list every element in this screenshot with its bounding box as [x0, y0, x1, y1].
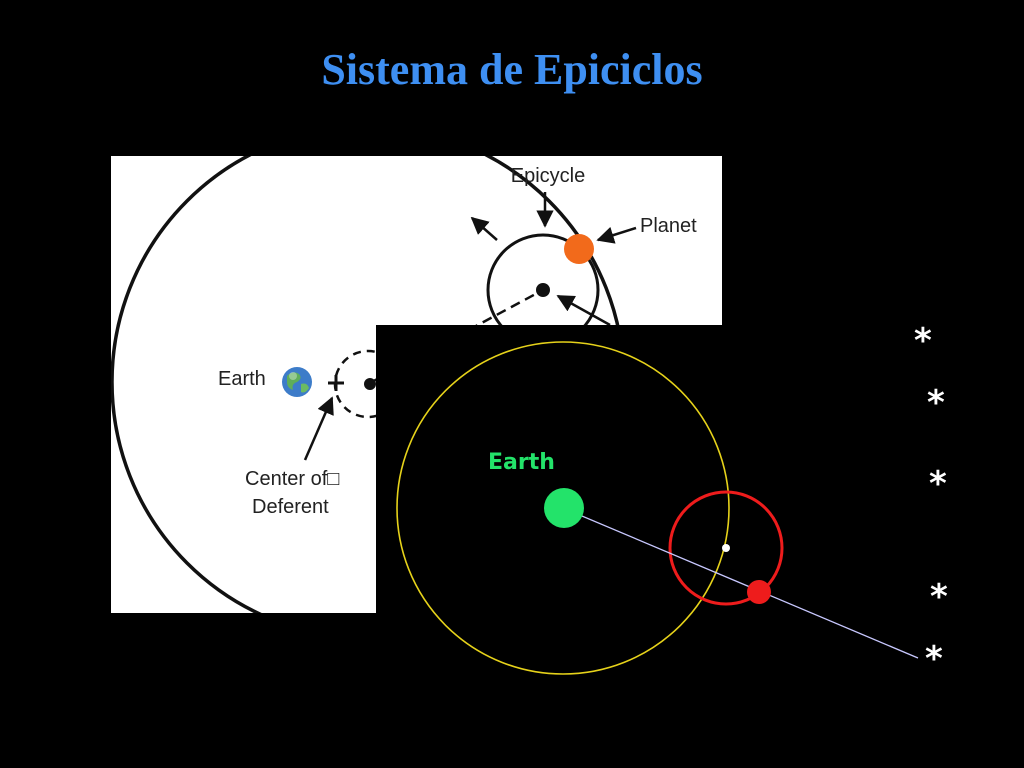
epicycle-red-circle — [668, 490, 784, 606]
star: * — [925, 639, 943, 679]
star: * — [930, 577, 948, 617]
lower-diagram-background — [376, 325, 722, 613]
epicycle-label: Epicycle — [511, 165, 585, 187]
planet-red-dot — [747, 580, 771, 604]
center-label-arrow — [303, 396, 334, 461]
earth-green-dot — [544, 488, 584, 528]
slide-title: Sistema de Epiciclos — [321, 45, 703, 94]
lower-diagram: Earth — [376, 325, 919, 675]
earth-label-upper: Earth — [218, 368, 266, 390]
star: * — [914, 321, 932, 361]
epicycle-center-white-dot — [722, 544, 730, 552]
star: * — [929, 464, 947, 504]
epicycle-center-dot — [536, 283, 550, 297]
star: * — [927, 383, 945, 423]
center-of-deferent-label-line2: Deferent — [252, 496, 329, 518]
earth-label-lower: Earth — [488, 450, 555, 475]
planet-label-arrow — [596, 226, 637, 244]
planet-label: Planet — [640, 215, 697, 237]
motion-arrow — [470, 216, 498, 241]
equant-dot — [364, 378, 376, 390]
earth-globe-icon — [282, 367, 312, 397]
deferent-yellow-circle — [396, 341, 730, 675]
center-of-deferent-label-line1: Center of□ — [245, 468, 339, 490]
center-arrow — [556, 294, 611, 327]
planet-dot — [564, 234, 594, 264]
sightline — [562, 507, 919, 659]
stars: * * * * * — [914, 321, 948, 679]
